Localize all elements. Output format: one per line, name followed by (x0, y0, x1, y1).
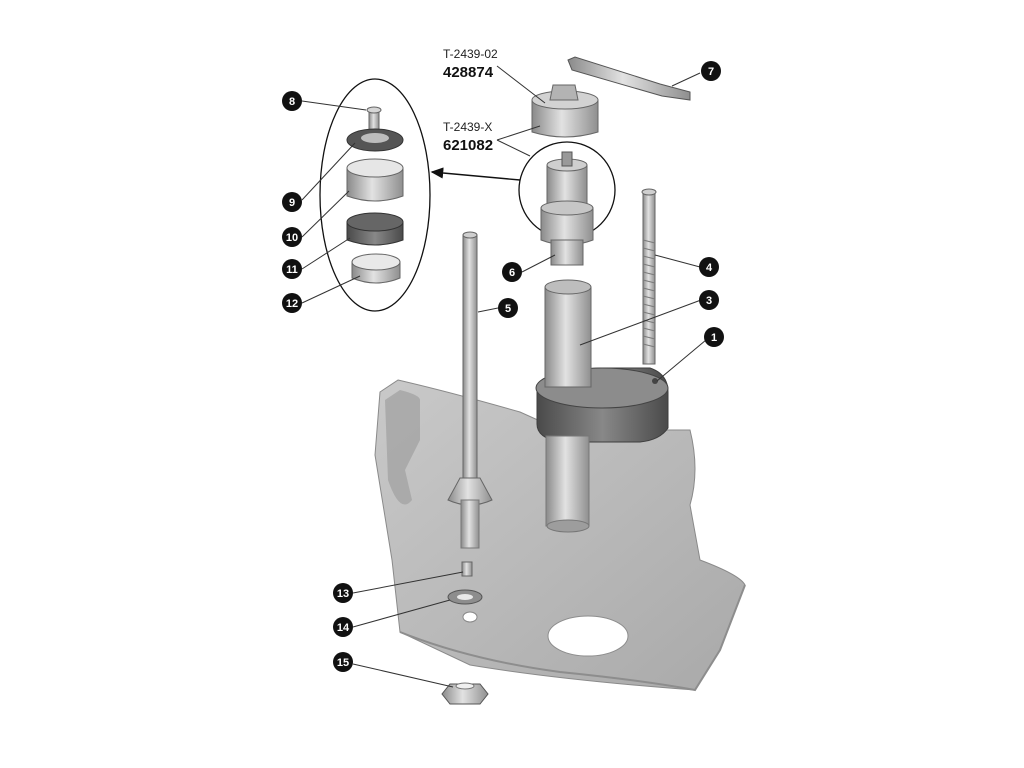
callout-13: 13 (333, 583, 353, 603)
callout-6: 6 (502, 262, 522, 282)
leader-lines (301, 65, 707, 688)
svg-text:3: 3 (706, 295, 712, 307)
seal-washer (346, 212, 404, 246)
valve-part-code: T-2439-X (443, 120, 492, 134)
refill-tube (447, 231, 493, 549)
svg-text:5: 5 (505, 303, 511, 315)
svg-text:4: 4 (706, 262, 713, 274)
seal-body (346, 158, 404, 202)
svg-text:8: 8 (289, 96, 295, 108)
svg-text:10: 10 (286, 232, 298, 244)
nut (441, 682, 489, 705)
svg-text:13: 13 (337, 588, 349, 600)
detail-arrow (430, 167, 521, 181)
seal-retainer (351, 253, 401, 284)
svg-text:12: 12 (286, 298, 298, 310)
drain-hole (547, 615, 629, 657)
svg-text:9: 9 (289, 197, 295, 209)
callout-12: 12 (282, 293, 302, 313)
callout-9: 9 (282, 192, 302, 212)
callout-11: 11 (282, 259, 302, 279)
column-tube (544, 279, 592, 533)
lever-arm (567, 56, 691, 101)
callout-4: 4 (699, 257, 719, 277)
mount-hole (462, 611, 478, 623)
svg-text:14: 14 (337, 622, 350, 634)
cap-part-number: 428874 (443, 64, 494, 81)
svg-text:7: 7 (708, 66, 714, 78)
valve-body (540, 151, 594, 266)
valve-cap (531, 84, 599, 138)
callout-7: 7 (701, 61, 721, 81)
callout-1: 1 (704, 327, 724, 347)
callout-10: 10 (282, 227, 302, 247)
callout-15: 15 (333, 652, 353, 672)
cap-part-code: T-2439-02 (443, 47, 498, 61)
svg-text:6: 6 (509, 267, 515, 279)
valve-part-number: 621082 (443, 137, 493, 154)
svg-text:11: 11 (286, 264, 298, 276)
svg-text:1: 1 (711, 332, 717, 344)
washer (447, 589, 483, 605)
seal-pin (366, 106, 382, 131)
shank-stub (461, 561, 473, 577)
svg-text:15: 15 (337, 657, 349, 669)
callout-14: 14 (333, 617, 353, 637)
threaded-rod (641, 188, 657, 365)
diaphragm (346, 128, 404, 152)
callout-8: 8 (282, 91, 302, 111)
callout-3: 3 (699, 290, 719, 310)
seal-detail-ellipse (319, 78, 431, 312)
callout-5: 5 (498, 298, 518, 318)
